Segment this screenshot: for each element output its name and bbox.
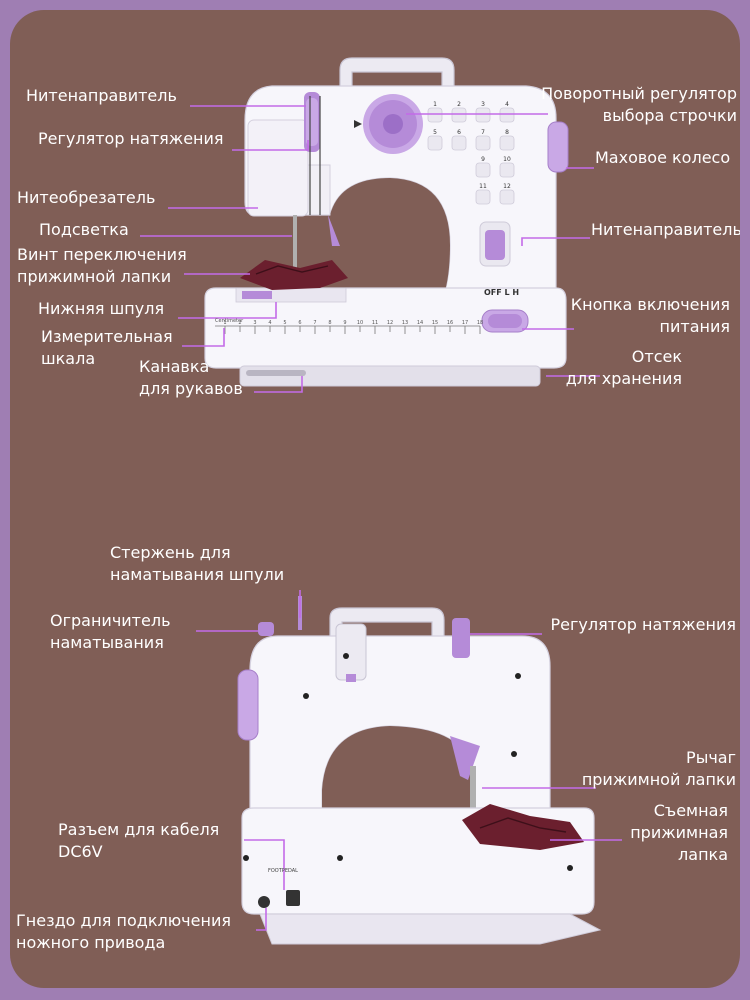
power-switch-marking: OFF L H xyxy=(484,288,520,297)
stitch-number: 4 xyxy=(505,101,509,108)
label-light: Подсветка xyxy=(39,220,129,239)
ruler-number: 1 xyxy=(223,320,226,326)
label-dial-2: выбора строчки xyxy=(602,106,737,125)
stitch-number: 12 xyxy=(503,183,511,190)
label-foot-2: прижимная xyxy=(630,823,728,842)
ruler-number: 5 xyxy=(283,320,286,326)
label-dial-1: Поворотный регулятор xyxy=(541,84,737,103)
label-stopper-2: наматывания xyxy=(50,633,164,652)
label-sleeve-1: Канавка xyxy=(139,357,210,376)
stitch-number: 3 xyxy=(481,101,485,108)
stitch-number: 8 xyxy=(505,129,509,136)
label-lever-1: Рычаг xyxy=(686,748,736,767)
stitch-number: 9 xyxy=(481,156,485,163)
label-presser-screw-2: прижимной лапки xyxy=(17,267,172,286)
ruler-number: 8 xyxy=(328,320,331,326)
label-foot-1: Съемная xyxy=(653,801,728,820)
label-stopper-1: Ограничитель xyxy=(50,611,171,630)
label-pedal-1: Гнездо для подключения xyxy=(16,911,231,930)
ruler-number: 13 xyxy=(402,320,408,326)
label-handwheel: Маховое колесо xyxy=(595,148,731,167)
ruler-number: 11 xyxy=(372,320,378,326)
ruler-number: 15 xyxy=(432,320,438,326)
label-spindle-2: наматывания шпули xyxy=(110,565,285,584)
stitch-number: 6 xyxy=(457,129,461,136)
stitch-number: 7 xyxy=(481,129,485,136)
ruler-number: 3 xyxy=(253,320,256,326)
label-lever-2: прижимной лапки xyxy=(581,770,736,789)
ruler-number: 10 xyxy=(357,320,363,326)
label-sleeve-2: для рукавов xyxy=(139,379,243,398)
label-storage-1: Отсек xyxy=(631,347,682,366)
ruler-number: 18 xyxy=(477,320,483,326)
label-dc-2: DC6V xyxy=(58,842,103,861)
label-power-1: Кнопка включения xyxy=(570,295,730,314)
label-power-2: питания xyxy=(659,317,730,336)
label-dc-1: Разъем для кабеля xyxy=(58,820,220,839)
label-thread-guide-top: Нитенаправитель xyxy=(26,86,177,105)
ruler-number: 14 xyxy=(417,320,423,326)
label-bobbin: Нижняя шпуля xyxy=(38,299,165,318)
label-foot-3: лапка xyxy=(678,845,728,864)
label-scale-1: Измерительная xyxy=(41,327,173,346)
label-tension-back: Регулятор натяжения xyxy=(550,615,736,634)
ruler-number: 16 xyxy=(447,320,453,326)
label-thread-cutter: Нитеобрезатель xyxy=(17,188,156,207)
label-scale-2: шкала xyxy=(41,349,96,368)
ruler-number: 12 xyxy=(387,320,393,326)
ruler-number: 9 xyxy=(343,320,346,326)
stitch-number: 1 xyxy=(433,101,437,108)
label-tension-top: Регулятор натяжения xyxy=(38,129,224,148)
stitch-number: 11 xyxy=(479,183,487,190)
label-storage-2: для хранения xyxy=(565,369,682,388)
stitch-number: 10 xyxy=(503,156,511,163)
ruler-caption: Centimeter xyxy=(215,318,244,324)
ruler-number: 4 xyxy=(268,320,271,326)
stitch-number: 2 xyxy=(457,101,461,108)
ruler-number: 17 xyxy=(462,320,468,326)
ruler-number: 7 xyxy=(313,320,316,326)
ruler-number: 6 xyxy=(298,320,301,326)
label-thread-guide-right: Нитенаправитель xyxy=(591,220,740,239)
stitch-number: 5 xyxy=(433,129,437,136)
footpedal-caption: FOOTPEDAL xyxy=(268,868,298,874)
label-pedal-2: ножного привода xyxy=(16,933,166,952)
label-spindle-1: Стержень для xyxy=(110,543,231,562)
label-presser-screw-1: Винт переключения xyxy=(17,245,187,264)
ruler-number: 2 xyxy=(238,320,241,326)
